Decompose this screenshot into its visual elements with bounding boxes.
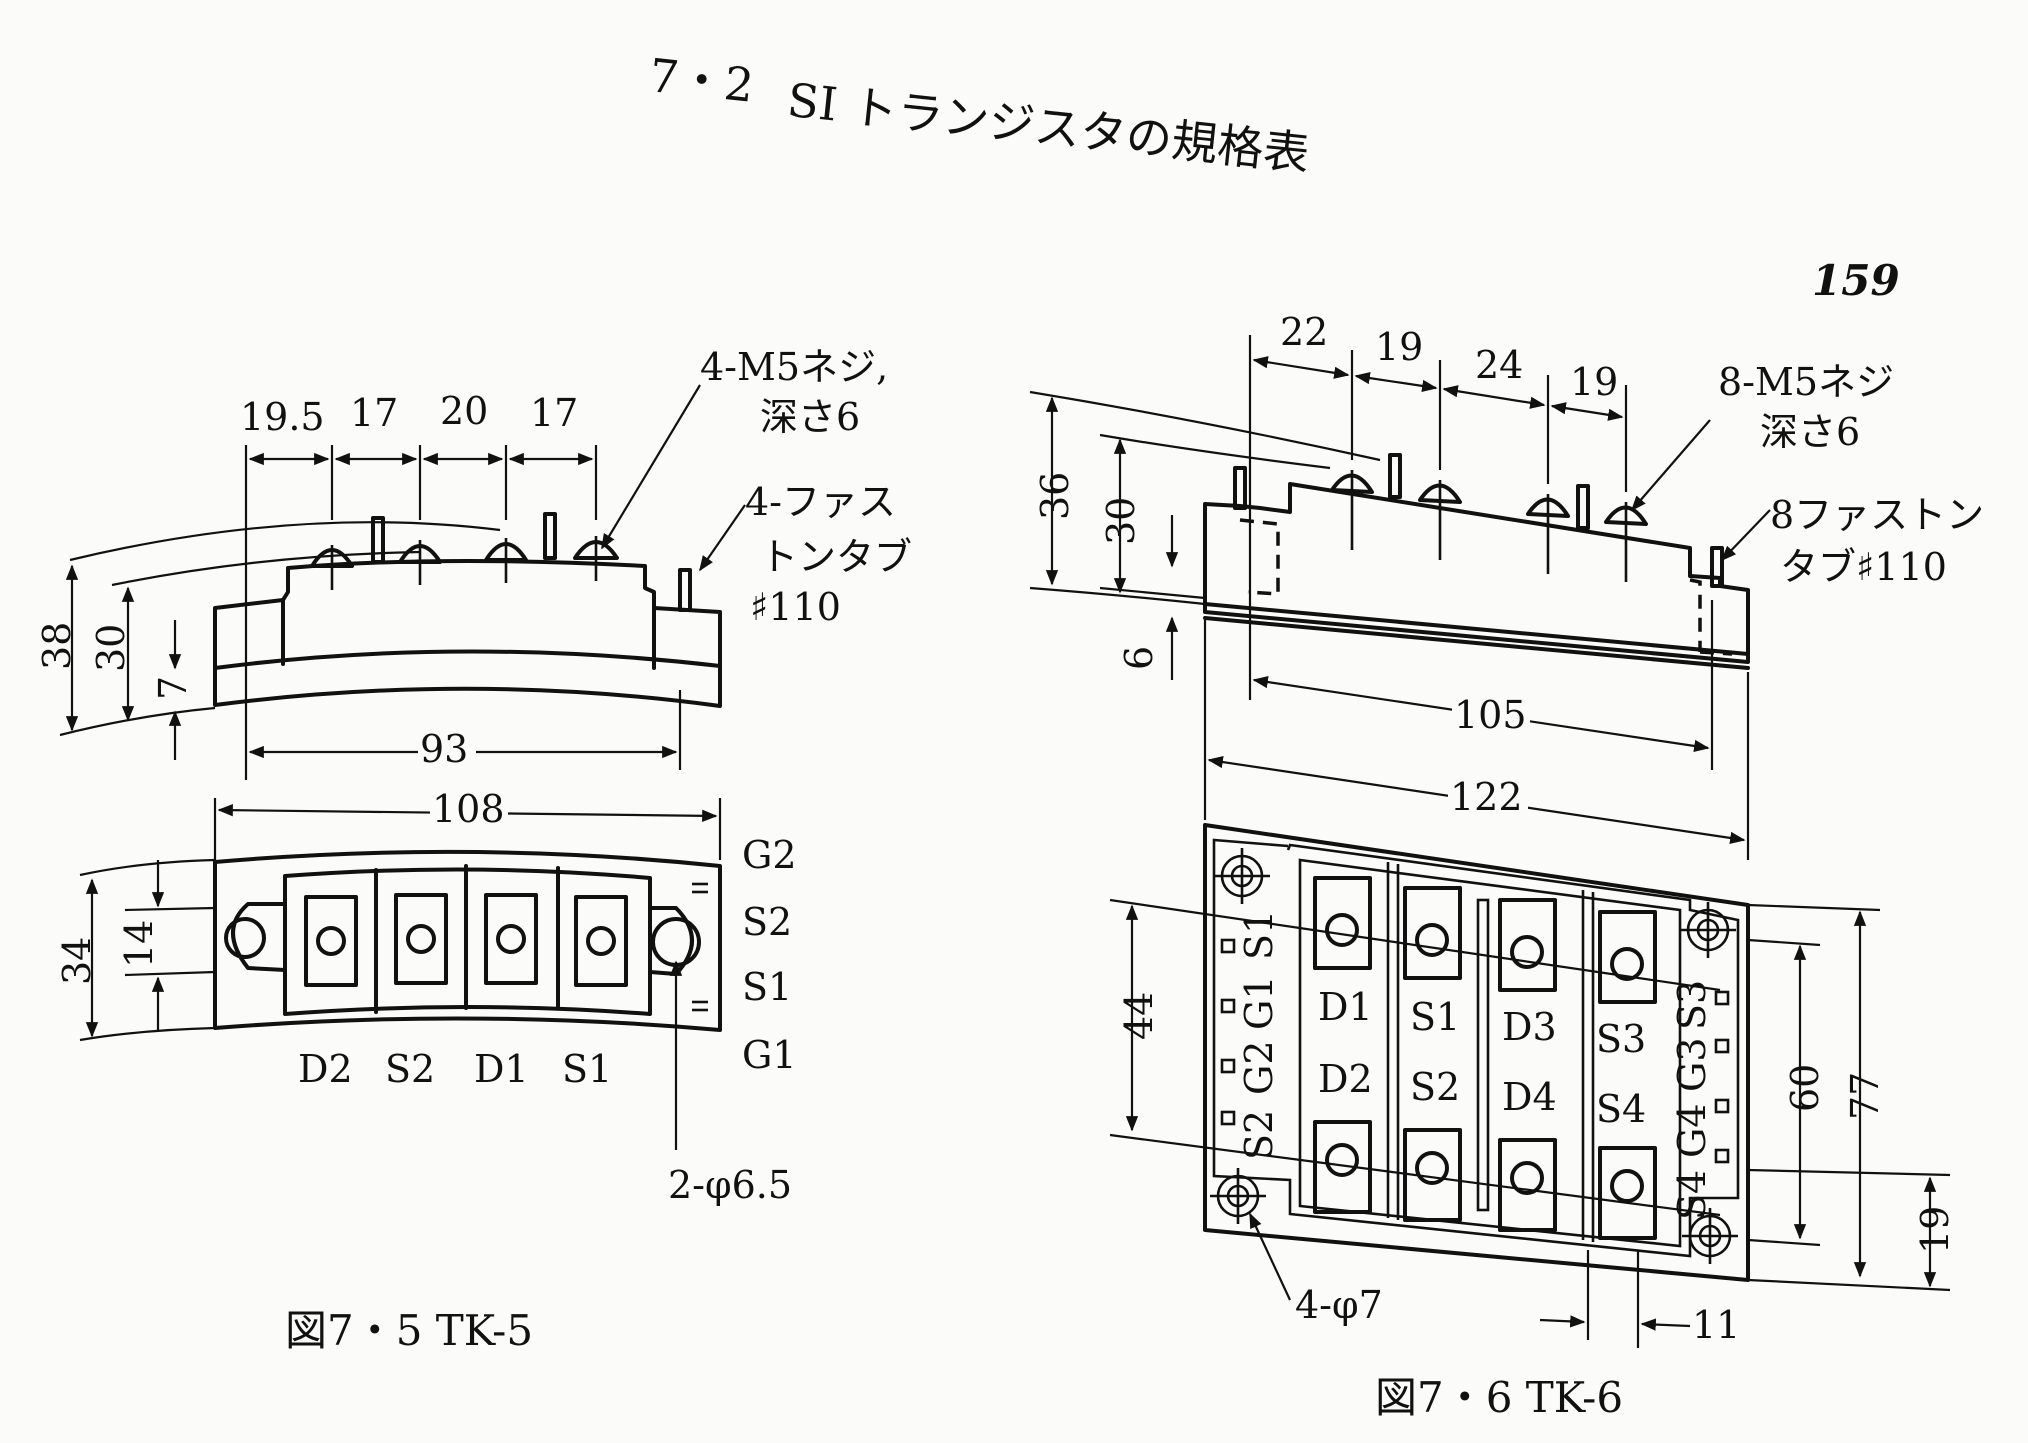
tk6-label-s4: S4 [1596,1087,1646,1131]
figure-tk5: 19.5 17 20 17 4-M5ネジ, 深さ6 4-ファス トンタブ ♯11… [35,345,912,1355]
tk5-terminals [304,893,628,987]
tk6-dim-19b: 19 [1570,360,1618,404]
tk5-pin-g1: G1 [742,1033,797,1077]
tk5-dim-19-5: 19.5 [240,395,325,439]
tk5-dim-93: 93 [420,727,468,771]
tk5-tab-note-1: 4-ファス [745,480,896,524]
tk5-pin-s2: S2 [742,900,792,944]
tk6-terminals [1313,876,1657,1240]
tk6-top-view: S1 G1 G2 S2 S3 G3 G4 S4 D1 S1 D3 S3 D2 S… [1109,823,1957,1348]
tk6-label-d4: D4 [1502,1075,1557,1119]
tk5-pin-s1: S1 [742,965,792,1009]
tk6-pin-s1: S1 [1237,910,1281,960]
tk6-pin-g1: G1 [1237,975,1281,1030]
tk5-dim-17a: 17 [350,391,398,435]
tk6-dim-19a: 19 [1375,325,1423,369]
tk6-pin-g3: G3 [1670,1037,1714,1092]
tk5-dim-30: 30 [89,624,133,672]
tk6-top-dimensions: 22 19 24 19 [1248,310,1628,700]
header: 7・2 SI トランジスタの規格表 [647,48,1312,182]
tk6-dim-105: 105 [1454,693,1527,737]
tk6-side-view: 22 19 24 19 8-M5ネジ 深さ6 8ファストン タブ♯110 36 … [1029,310,1984,770]
tk6-hole-note: 4-φ7 [1295,1283,1383,1327]
tk5-screw-note-2: 深さ6 [760,395,860,439]
tk5-caption: 図7・5 TK-5 [285,1306,533,1355]
tk5-label-d1: D1 [474,1047,529,1091]
tk5-top-dimensions: 19.5 17 20 17 [240,389,598,780]
tk5-pin-g2: G2 [742,833,797,877]
tk5-side-view: 19.5 17 20 17 4-M5ネジ, 深さ6 4-ファス トンタブ ♯11… [35,345,912,780]
section-title: SI トランジスタの規格表 [785,73,1312,182]
tk6-label-s2: S2 [1410,1065,1460,1109]
tk6-label-s1: S1 [1410,995,1460,1039]
tk6-tab-note-2: タブ♯110 [1780,545,1947,589]
tk6-pin-g4: G4 [1670,1103,1714,1158]
tk5-dim-34: 34 [55,937,99,985]
tk6-dim-22: 22 [1280,310,1328,354]
tk6-dim-36: 36 [1033,472,1077,520]
section-number: 7・2 [647,48,757,113]
tk6-label-d2: D2 [1318,1057,1373,1101]
tk6-dim-11: 11 [1692,1303,1740,1347]
tk5-label-s2: S2 [385,1047,435,1091]
tk5-top-view: 34 14 G2 S2 S1 G1 D2 S2 D1 S1 2-φ6.5 [55,833,797,1207]
tk6-caption: 図7・6 TK-6 [1375,1373,1623,1422]
tk5-dim-20: 20 [440,389,488,433]
tk6-mount-holes [1210,848,1738,1264]
tk5-hole-note: 2-φ6.5 [668,1163,792,1207]
tk6-label-d1: D1 [1318,985,1373,1029]
tk6-dim-6: 6 [1117,646,1161,670]
tk5-label-d2: D2 [298,1047,353,1091]
tk6-dim-122: 122 [1450,775,1523,819]
tk5-dim-38: 38 [35,622,79,670]
tk5-dim-17b: 17 [530,391,578,435]
tk5-dim-7: 7 [151,676,195,700]
tk6-dim-30: 30 [1099,497,1143,545]
tk5-screw-heads [310,512,692,612]
tk6-dim-77: 77 [1843,1072,1887,1120]
tk5-screw-note-1: 4-M5ネジ, [700,345,888,389]
tk6-pin-squares [1220,938,1730,1164]
page-number: 159 [1812,256,1900,305]
tk5-tab-note-2: トンタブ [760,535,912,579]
tk6-tab-note-1: 8ファストン [1770,493,1984,537]
tk6-dim-60: 60 [1783,1064,1827,1112]
tk6-screw-note-1: 8-M5ネジ [1718,360,1894,404]
tk6-dim-24: 24 [1475,343,1523,387]
tk6-screw-note-2: 深さ6 [1760,410,1860,454]
tk6-screw-heads [1233,453,1724,588]
tk6-label-s3: S3 [1596,1017,1646,1061]
tk6-dim-19: 19 [1913,1206,1957,1254]
tk5-dim-108: 108 [432,787,505,831]
tk6-pin-g2: G2 [1237,1040,1281,1095]
tk5-label-s1: S1 [562,1047,612,1091]
tk6-dim-44: 44 [1117,992,1161,1040]
tk5-dim-14: 14 [117,920,161,968]
tk6-label-d3: D3 [1502,1005,1557,1049]
tk5-tab-note-3: ♯110 [750,585,841,629]
figure-tk6: 22 19 24 19 8-M5ネジ 深さ6 8ファストン タブ♯110 36 … [1029,310,1984,1422]
